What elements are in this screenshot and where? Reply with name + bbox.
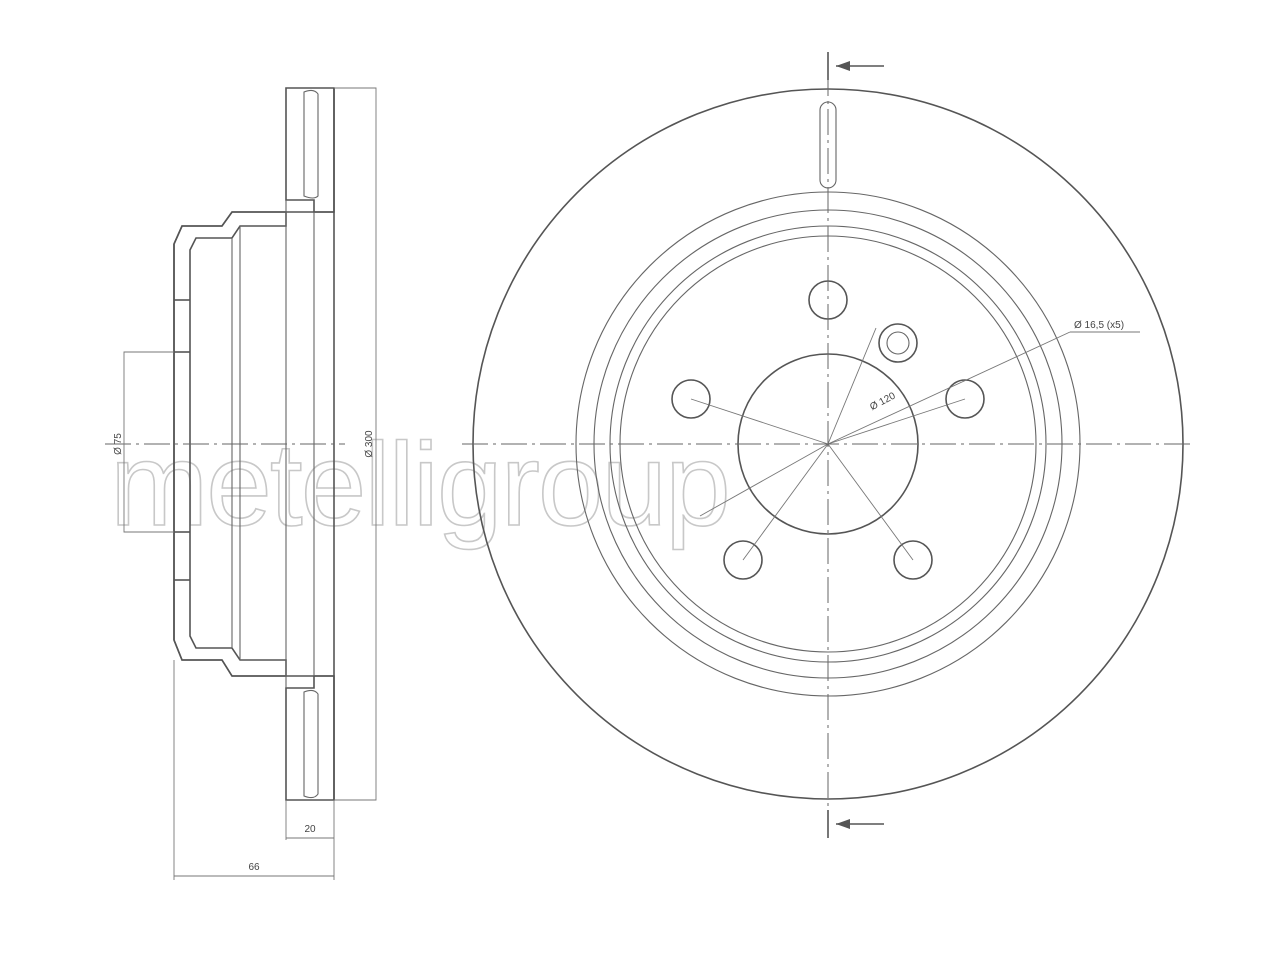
bolt-hole-label: Ø 16,5 (x5) bbox=[1074, 320, 1124, 331]
vent-channel-lower bbox=[303, 689, 319, 799]
vent-channel-upper bbox=[303, 89, 319, 199]
bolt-hole bbox=[945, 379, 985, 419]
bolt-hole bbox=[723, 540, 763, 580]
rotor-diameter-label: Ø 300 bbox=[364, 430, 375, 458]
pcd-leader-opposite bbox=[699, 443, 829, 517]
bolt-hole bbox=[671, 379, 711, 419]
bore-diameter-label: Ø 75 bbox=[113, 433, 124, 455]
pcd-leader bbox=[827, 327, 877, 445]
section-arrowhead-bottom bbox=[836, 819, 850, 829]
bolt-radius-line bbox=[827, 398, 966, 445]
disc-front-view: Ø 16,5 (x5) Ø 120 bbox=[462, 52, 1192, 838]
bolt-radius-line bbox=[690, 398, 829, 445]
locating-hole bbox=[878, 323, 918, 363]
thickness-label: 20 bbox=[304, 824, 316, 835]
bore-dimension-line bbox=[123, 351, 174, 533]
locating-hole-inner bbox=[886, 331, 910, 355]
watermark-text: metelligroup bbox=[110, 419, 729, 551]
friction-ring-lower bbox=[285, 675, 335, 801]
pcd-label: Ø 120 bbox=[868, 390, 898, 413]
bolt-hole-leader bbox=[827, 331, 1071, 445]
diameter-dimension-line bbox=[334, 87, 377, 801]
disc-side-section: Ø 75 Ø 300 20 66 bbox=[105, 87, 377, 880]
friction-ring-upper bbox=[285, 87, 335, 213]
bolt-radius-line bbox=[827, 443, 914, 561]
bolt-radius-line bbox=[742, 443, 829, 561]
bolt-hole bbox=[893, 540, 933, 580]
height-label: 66 bbox=[248, 862, 260, 873]
section-arrowhead-top bbox=[836, 61, 850, 71]
